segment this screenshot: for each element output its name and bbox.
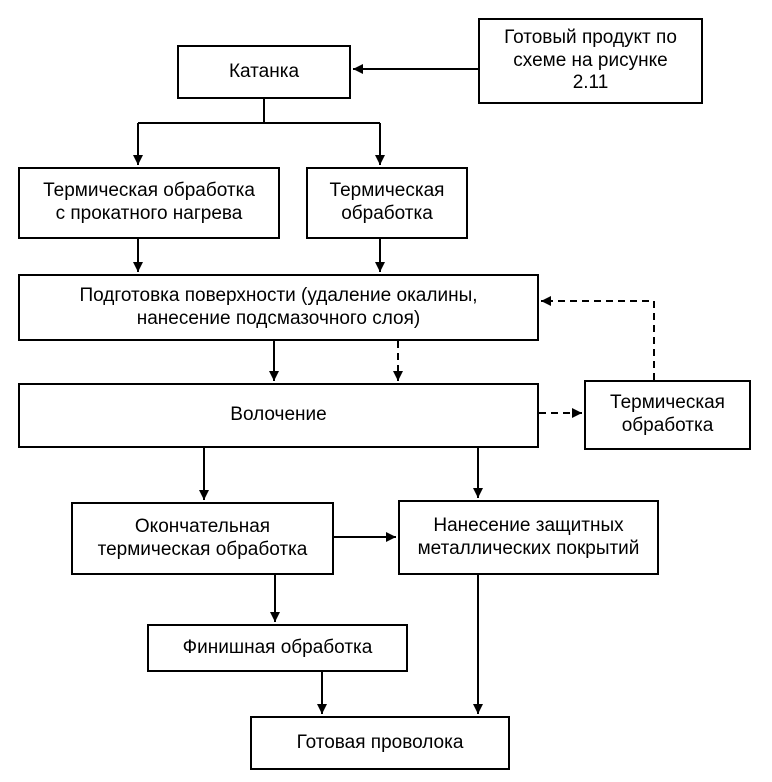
node-drawing: Волочение [18,383,539,448]
node-final-thermo-line-2: термическая обработка [97,538,308,560]
node-ready-product-line-1: Готовый продукт по [504,26,677,48]
node-finishing: Финишная обработка [147,624,408,672]
node-final-thermo-line-1: Окончательная [134,515,271,537]
node-ready-product-line-3: 2.11 [572,72,609,94]
node-coating-line-2: металлических покрытий [417,537,640,559]
node-finishing-line-1: Финишная обработка [182,636,373,658]
node-final-thermo: Окончательная термическая обработка [71,502,334,575]
node-thermo-rolling-line-1: Термическая обработка [43,180,255,202]
node-surface-prep: Подготовка поверхности (удаление окалины… [18,274,539,341]
node-thermo-1-line-1: Термическая [329,180,445,202]
node-thermo-2-line-2: обработка [621,415,714,436]
node-ready-product-line-2: схеме на рисунке [513,49,668,71]
node-ready-product: Готовый продукт по схеме на рисунке 2.11 [478,18,703,104]
node-thermo-1-line-2: обработка [341,203,433,224]
node-thermo-2-line-1: Термическая [610,392,725,414]
node-katanka: Катанка [177,45,351,99]
node-coating-line-1: Нанесение защитных [433,514,624,536]
edge-thermo-2-loop-up [543,300,655,380]
node-ready-wire: Готовая проволока [250,716,510,770]
node-katanka-line-1: Катанка [228,60,300,82]
node-coating: Нанесение защитных металлических покрыти… [398,500,659,575]
node-thermo-1: Термическая обработка [306,167,468,239]
node-thermo-rolling: Термическая обработка с прокатного нагре… [18,167,280,239]
node-thermo-rolling-line-2: с прокатного нагрева [55,203,243,224]
node-surface-prep-line-1: Подготовка поверхности (удаление окалины… [79,284,478,306]
node-thermo-2: Термическая обработка [584,380,751,450]
node-drawing-line-1: Волочение [230,404,327,426]
node-ready-wire-line-1: Готовая проволока [296,731,464,753]
node-surface-prep-line-2: нанесение подсмазочного слоя) [136,307,421,329]
